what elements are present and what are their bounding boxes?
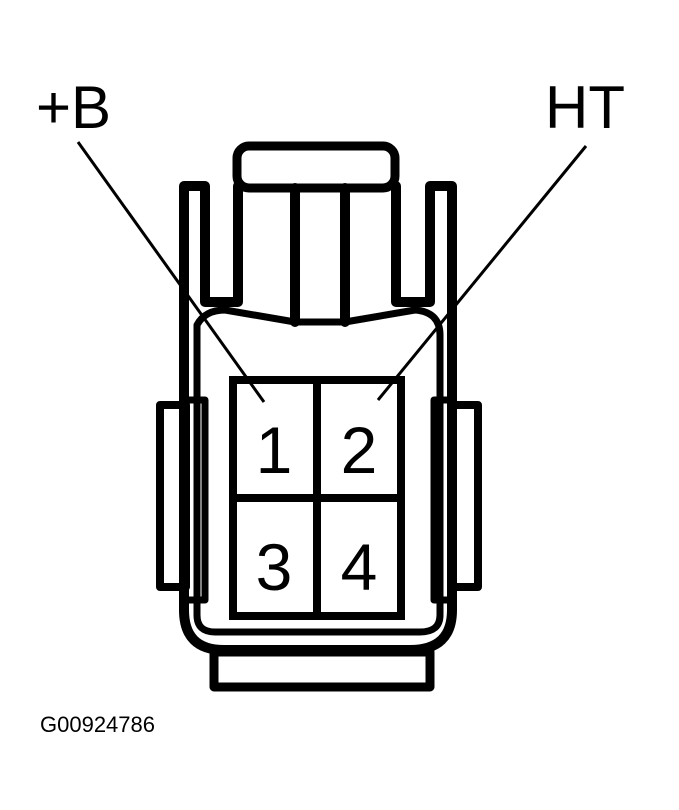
right-clip-inner — [430, 396, 456, 604]
right-guide-rail — [391, 181, 457, 307]
leader-line-plus-b — [76, 141, 266, 403]
left-side-clip — [156, 401, 190, 591]
pin-number-2: 2 — [341, 413, 378, 487]
latch-stem — [290, 183, 350, 327]
leader-lines — [76, 141, 588, 403]
pin-number-4: 4 — [341, 530, 378, 604]
left-clip-inner — [182, 396, 209, 604]
bottom-foot — [209, 647, 435, 692]
leader-line-ht — [376, 145, 588, 401]
inner-body — [193, 306, 444, 636]
pin-number-1: 1 — [256, 413, 293, 487]
latch-tab — [232, 141, 400, 193]
right-side-clip — [448, 401, 482, 591]
pin-number-3: 3 — [256, 530, 293, 604]
figure-id: G00924786 — [40, 712, 155, 737]
connector-housing — [156, 141, 482, 692]
label-plus-b: +B — [36, 74, 111, 141]
pin-cavity-4 — [313, 494, 405, 620]
left-guide-rail — [179, 181, 243, 307]
label-ht: HT — [545, 74, 625, 141]
pin-grid — [229, 376, 405, 620]
